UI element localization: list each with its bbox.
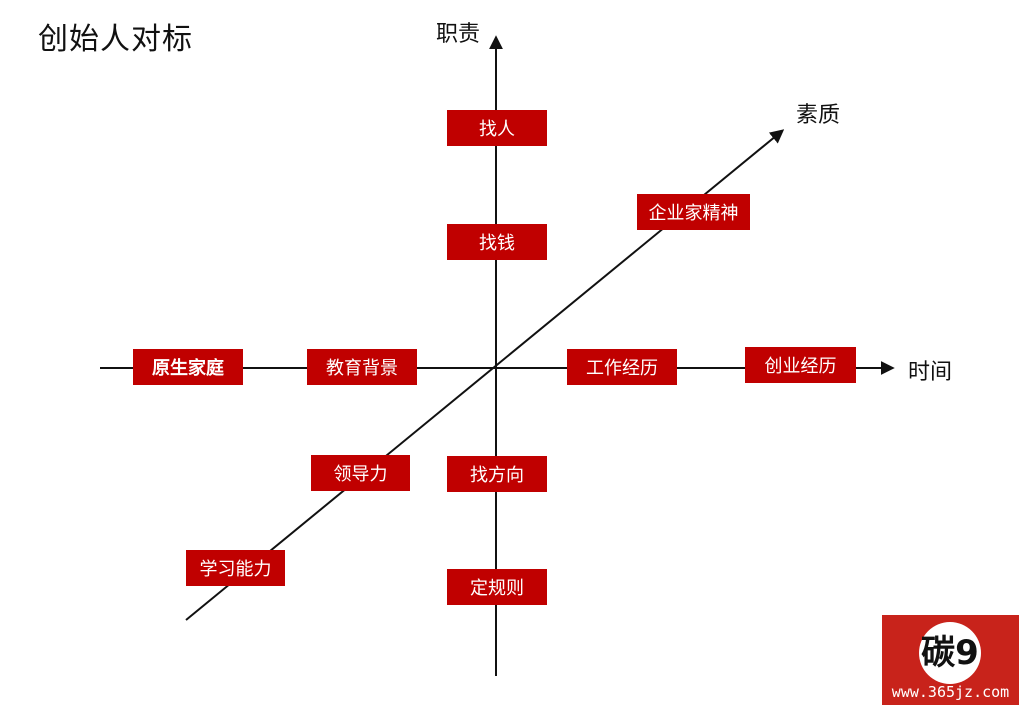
- box-chuangye-jingli: 创业经历: [745, 347, 856, 383]
- logo-badge: 碳9: [919, 622, 981, 684]
- diagonal-axis-label: 素质: [796, 103, 841, 128]
- logo-url: www.365jz.com: [891, 683, 1010, 701]
- box-yuansheng-jiating: 原生家庭: [133, 349, 243, 385]
- box-xuexi-nengli: 学习能力: [186, 550, 285, 586]
- box-lingdaoli: 领导力: [311, 455, 410, 491]
- box-zhaofangxiang: 找方向: [447, 456, 547, 492]
- box-zhaoqian: 找钱: [447, 224, 547, 260]
- site-logo[interactable]: 碳9 www.365jz.com: [882, 615, 1019, 705]
- x-axis-label: 时间: [908, 360, 953, 385]
- y-axis-label: 职责: [436, 22, 481, 47]
- box-zhaoren: 找人: [447, 110, 547, 146]
- box-jiaoyu-beijing: 教育背景: [307, 349, 417, 385]
- page-title: 创始人对标: [38, 22, 193, 57]
- box-qiyejia-jingshen: 企业家精神: [637, 194, 750, 230]
- box-dingguize: 定规则: [447, 569, 547, 605]
- logo-mark: 碳9: [921, 633, 979, 673]
- box-gongzuo-jingli: 工作经历: [567, 349, 677, 385]
